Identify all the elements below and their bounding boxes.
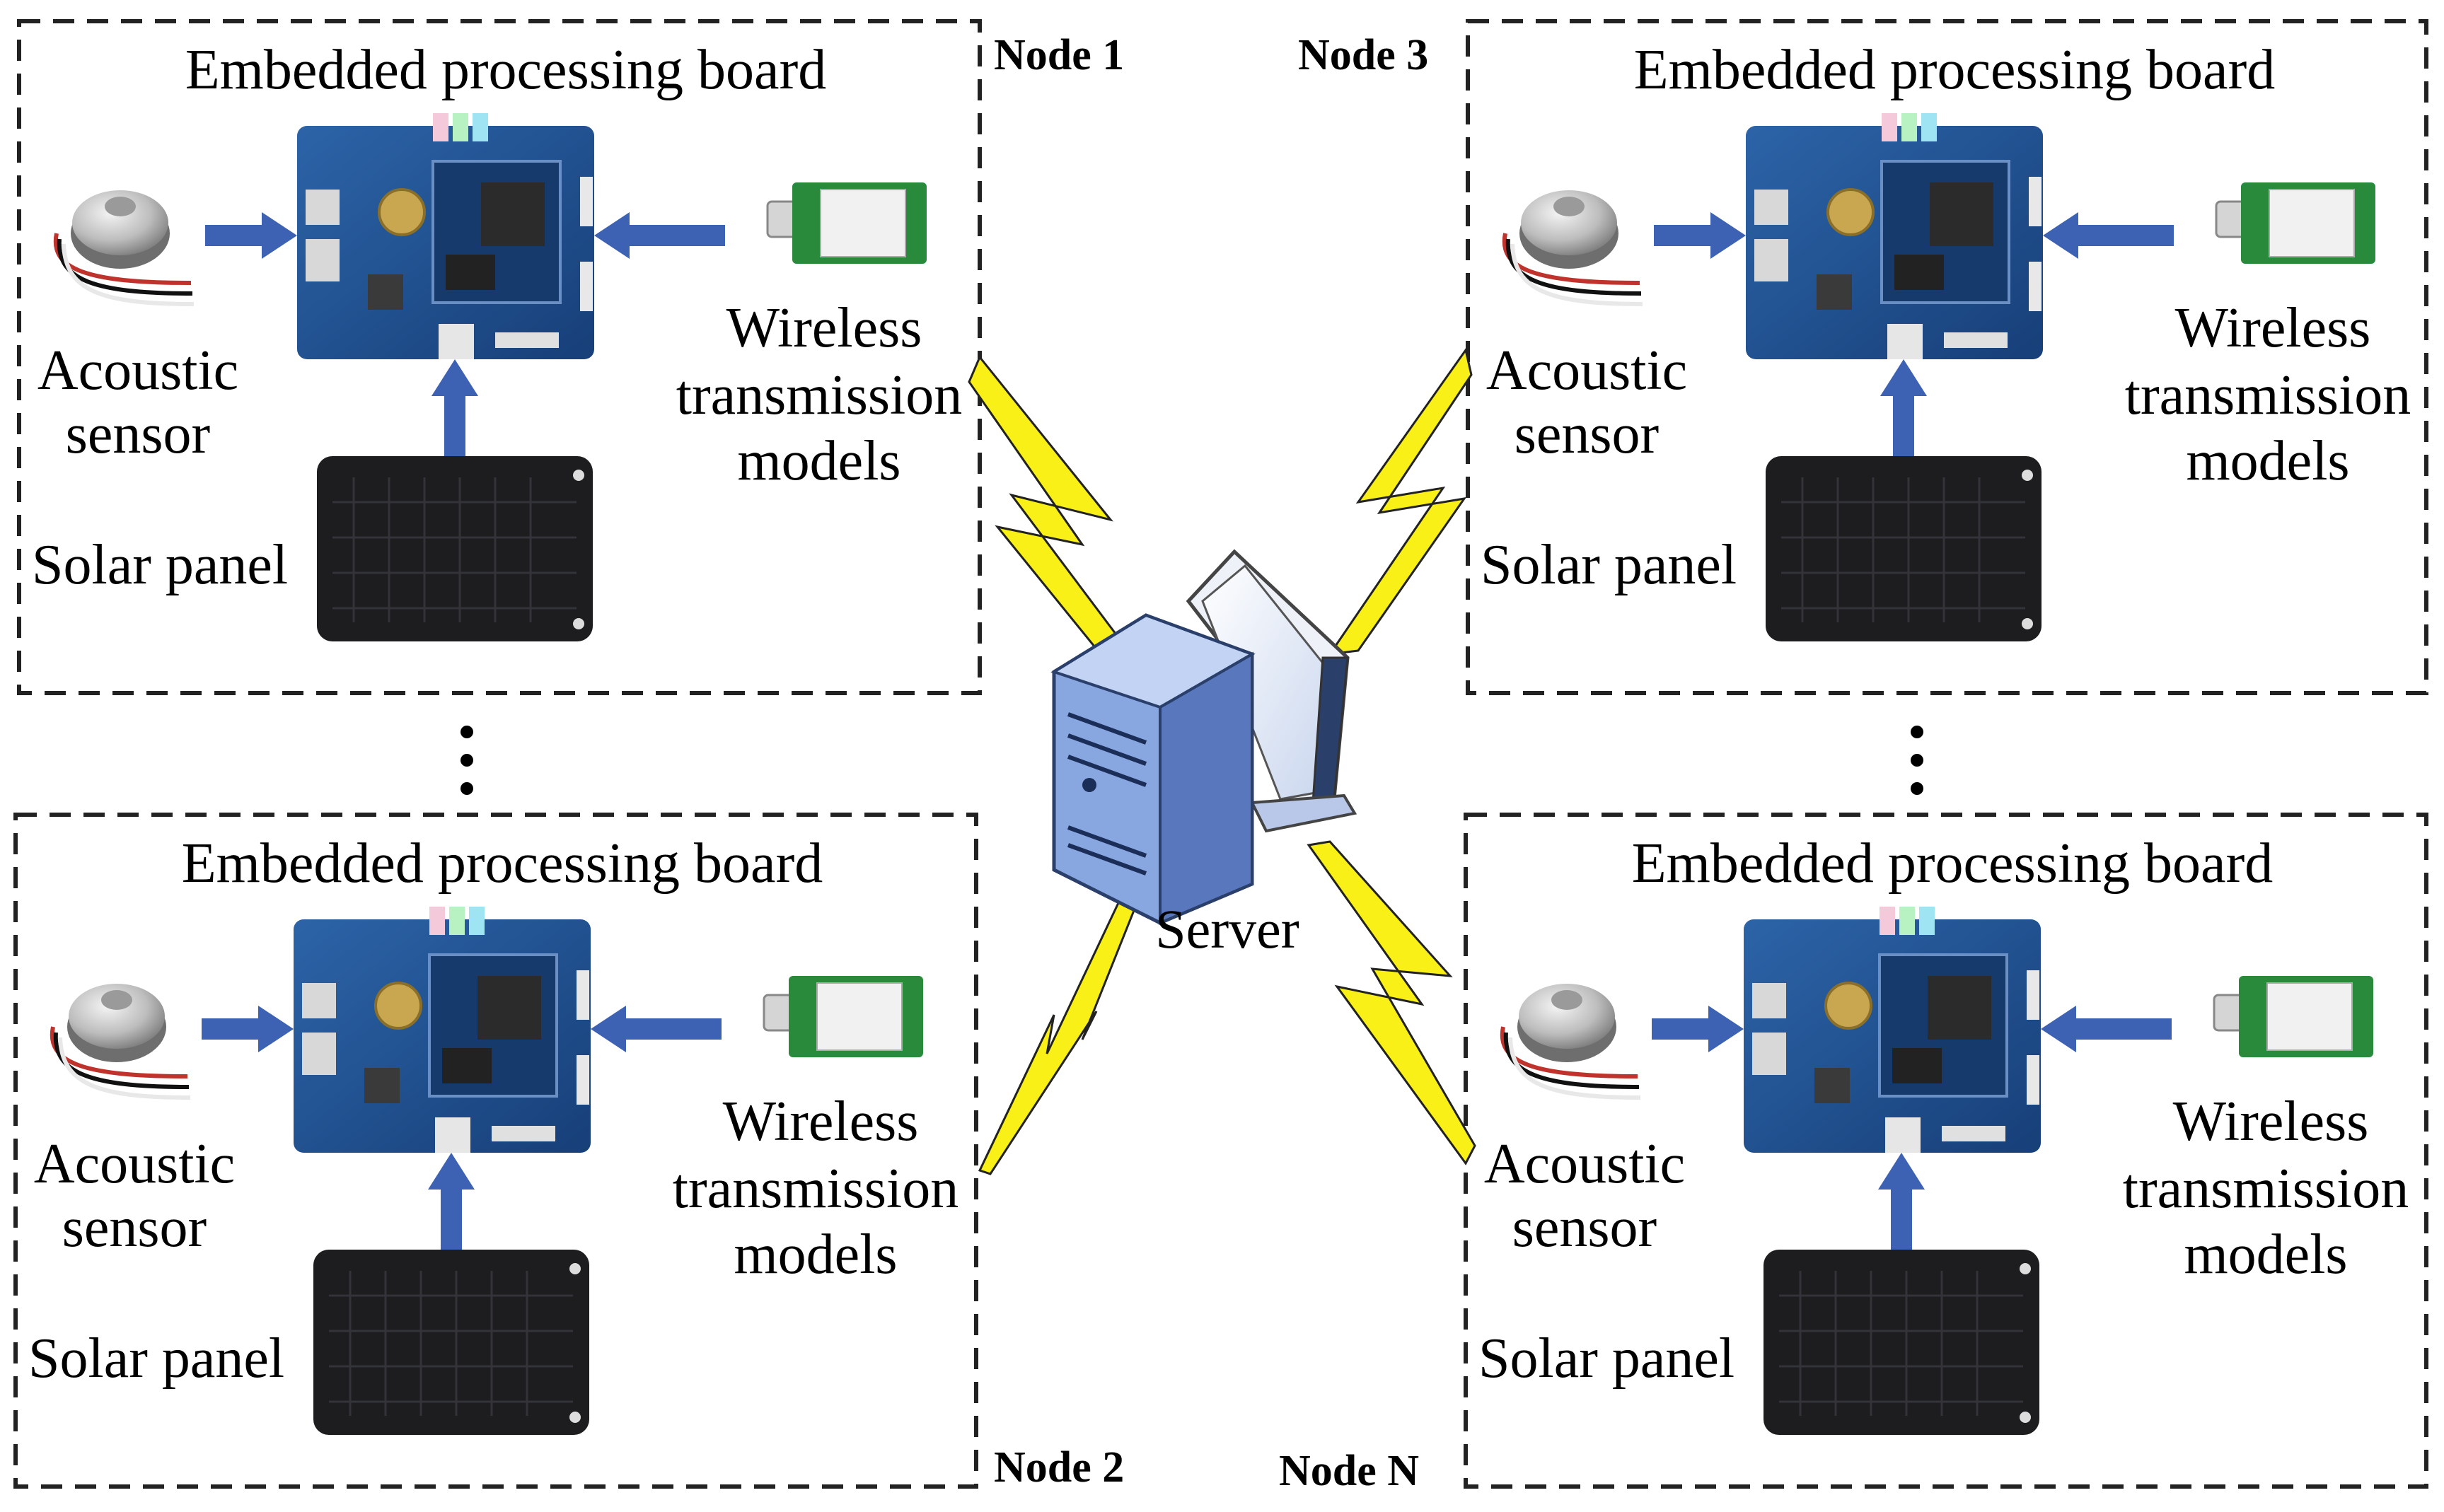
- server-icon: [1050, 549, 1357, 926]
- acoustic-label-line1: Acoustic: [1486, 339, 1687, 402]
- board-label: Embedded processing board: [1634, 39, 2275, 101]
- acoustic-label-line1: Acoustic: [37, 339, 238, 402]
- acoustic-label-line2: sensor: [1515, 403, 1659, 465]
- node-n-group: Embedded processing board Acoustic senso…: [1464, 813, 2428, 1489]
- lightning-icon-node1: [968, 355, 1130, 659]
- acoustic-label-line1: Acoustic: [34, 1133, 235, 1195]
- wireless-label-line2: transmission: [2125, 364, 2411, 426]
- wireless-label-line2: transmission: [676, 364, 962, 426]
- acoustic-label-line2: sensor: [66, 403, 210, 465]
- wireless-label-line2: transmission: [673, 1158, 959, 1220]
- node-3-label: Node 3: [1298, 31, 1428, 79]
- wireless-label-line2: transmission: [2123, 1158, 2409, 1220]
- board-label: Embedded processing board: [182, 832, 823, 895]
- board-label: Embedded processing board: [1632, 832, 2273, 895]
- wireless-label-line3: models: [2186, 430, 2349, 492]
- solar-label: Solar panel: [32, 534, 288, 596]
- wireless-label-line3: models: [734, 1223, 897, 1286]
- ellipsis-dots-left: [461, 726, 473, 795]
- acoustic-label-line2: sensor: [62, 1197, 207, 1259]
- node-1-label: Node 1: [994, 31, 1124, 79]
- node-2-label: Node 2: [994, 1443, 1124, 1491]
- wireless-label-line1: Wireless: [723, 1091, 919, 1153]
- wireless-label-line1: Wireless: [2175, 297, 2371, 359]
- acoustic-label-line1: Acoustic: [1484, 1133, 1685, 1195]
- node-n-label: Node N: [1279, 1447, 1419, 1495]
- wireless-label-line1: Wireless: [726, 297, 922, 359]
- wireless-label-line3: models: [2184, 1223, 2347, 1286]
- node-2-group: Embedded processing board Acoustic senso…: [13, 813, 978, 1489]
- node-1-group: Embedded processing board Acoustic senso…: [17, 19, 982, 695]
- lightning-icon-noden: [1307, 840, 1476, 1165]
- solar-label: Solar panel: [1478, 1327, 1734, 1390]
- server-label: Server: [1155, 898, 1299, 960]
- solar-label: Solar panel: [28, 1327, 284, 1390]
- ellipsis-dots-right: [1911, 726, 1923, 795]
- solar-label: Solar panel: [1481, 534, 1737, 596]
- wireless-label-line1: Wireless: [2173, 1091, 2369, 1153]
- acoustic-label-line2: sensor: [1512, 1197, 1657, 1259]
- board-label: Embedded processing board: [185, 39, 826, 101]
- lightning-icon-node3: [1327, 347, 1473, 656]
- wireless-label-line3: models: [737, 430, 900, 492]
- node-3-group: Embedded processing board Acoustic senso…: [1466, 19, 2428, 695]
